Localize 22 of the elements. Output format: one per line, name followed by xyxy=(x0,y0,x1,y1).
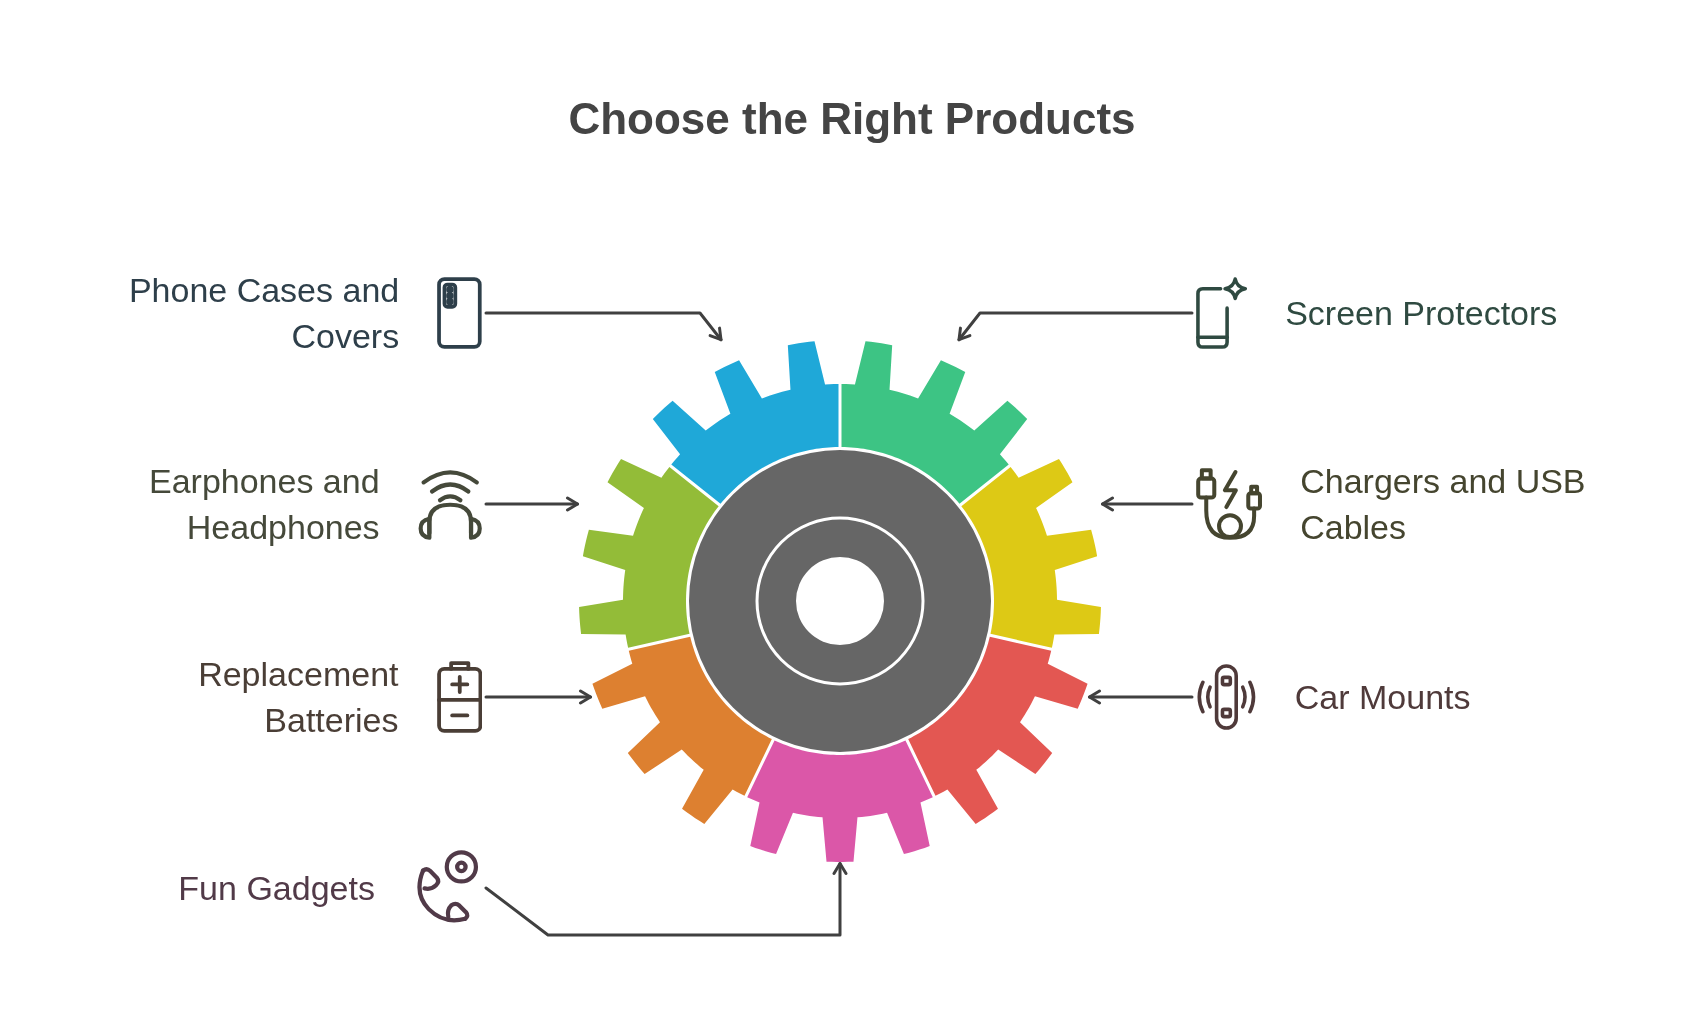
arrow xyxy=(484,496,579,512)
gear-segment xyxy=(652,341,839,504)
product-label: Fun Gadgets xyxy=(177,868,375,909)
product-label: Phone Cases and Covers xyxy=(127,270,400,357)
arrow xyxy=(484,862,848,937)
product-label: Car Mounts xyxy=(1294,677,1472,718)
product-label: Screen Protectors xyxy=(1285,293,1559,334)
product-label: Replacement Batteries xyxy=(197,654,399,741)
arrow xyxy=(484,311,723,342)
arrow xyxy=(1088,689,1194,705)
arrow xyxy=(484,689,592,705)
title: Choose the Right Products xyxy=(568,94,1136,144)
product-label: Chargers and USB Cables xyxy=(1300,461,1587,548)
product-label: Earphones and Headphones xyxy=(147,461,380,548)
gear-segment xyxy=(579,459,719,648)
gear-segment xyxy=(592,636,772,824)
arrow xyxy=(1101,496,1194,512)
gear-segment xyxy=(747,740,933,862)
arrow xyxy=(957,311,1194,342)
gear-segment xyxy=(908,636,1088,824)
gear-segment xyxy=(961,459,1101,648)
gear-segment xyxy=(841,341,1028,504)
